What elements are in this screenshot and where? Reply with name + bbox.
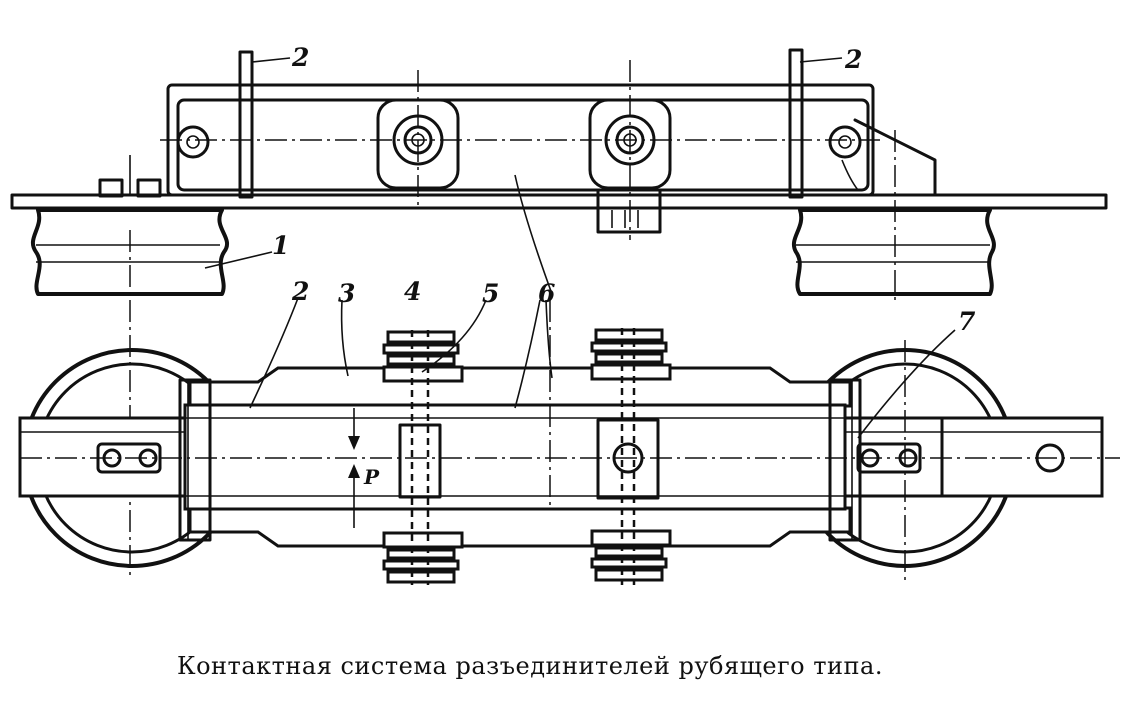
label-4: 4 [404, 277, 421, 306]
bottom-view [18, 300, 1120, 585]
spring-assembly-right [590, 328, 672, 585]
insulator-right [792, 208, 996, 296]
figure-caption: Контактная система разъединителей рубяще… [177, 652, 883, 680]
label-6: 6 [538, 279, 555, 308]
label-top-right-2: 2 [844, 45, 862, 74]
insulator-left [30, 208, 229, 296]
part-labels: 2 2 1 2 3 4 5 6 7 P [272, 43, 976, 489]
label-force-p: P [363, 465, 380, 489]
label-7: 7 [958, 307, 976, 336]
spring-assembly-left [382, 330, 464, 585]
base-bar [10, 193, 1108, 210]
label-2: 2 [291, 277, 309, 306]
contact-plate-bottom [188, 506, 852, 548]
label-5: 5 [482, 279, 499, 308]
label-top-left-2: 2 [291, 43, 309, 72]
force-arrows [348, 408, 360, 528]
inner-blade [183, 403, 847, 511]
label-3: 3 [338, 279, 355, 308]
post-right [788, 48, 804, 199]
post-left [238, 50, 254, 199]
label-1: 1 [272, 231, 289, 260]
leader-lines [204, 57, 956, 439]
